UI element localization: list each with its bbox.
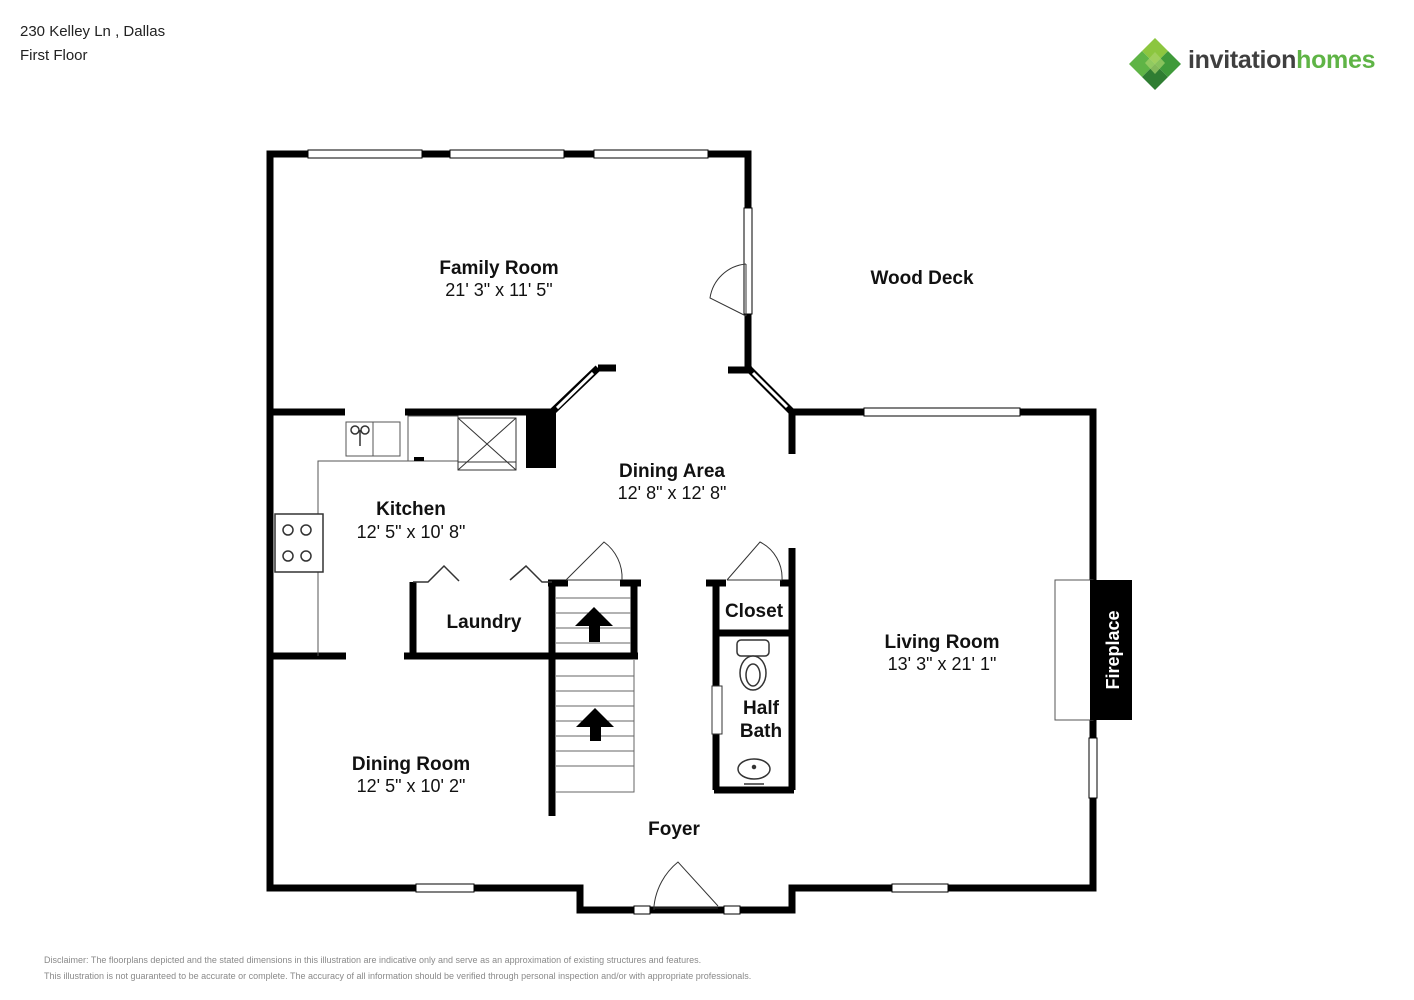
dining-area-dims: 12' 8" x 12' 8" [618, 483, 727, 503]
laundry-name: Laundry [447, 612, 522, 633]
closet-name: Closet [725, 601, 784, 622]
disclaimer-line-2: This illustration is not guaranteed to b… [44, 971, 752, 981]
fireplace-label: Fireplace [1103, 610, 1123, 689]
bath-sink-icon [737, 758, 771, 785]
half-bath-name-line1: Half [743, 698, 780, 719]
stairs [556, 597, 635, 793]
stair-arrow-icon [575, 607, 614, 741]
toilet-icon [736, 639, 770, 691]
living-room-name: Living Room [884, 632, 999, 653]
bath-door [711, 685, 723, 735]
diamond-logo-icon [1129, 38, 1181, 90]
wood-deck-name: Wood Deck [870, 268, 974, 289]
doors [565, 263, 783, 910]
dining-room-dims: 12' 5" x 10' 2" [357, 776, 466, 796]
interior-walls [270, 364, 796, 816]
dining-room-name: Dining Room [352, 754, 470, 775]
invitation-homes-logo: invitationhomes [1128, 36, 1398, 90]
disclaimer-line-1: Disclaimer: The floorplans depicted and … [44, 955, 702, 965]
logo-text-invitation: invitation [1188, 46, 1297, 74]
stove-icon [274, 513, 324, 573]
dining-area-name: Dining Area [619, 461, 725, 482]
windows [307, 149, 1098, 915]
chimney-block [526, 410, 556, 468]
logo-wordmark: invitationhomes [1188, 46, 1376, 75]
living-room-dims: 13' 3" x 21' 1" [888, 654, 997, 674]
kitchen-dims: 12' 5" x 10' 8" [357, 522, 466, 542]
half-bath-name-line2: Bath [740, 721, 782, 742]
kitchen-name: Kitchen [376, 499, 446, 520]
angled-windows [555, 371, 789, 410]
kitchen-outlet [414, 457, 424, 461]
property-address: 230 Kelley Ln , Dallas [20, 23, 166, 40]
fireplace-block [1090, 580, 1132, 720]
sink-icon [350, 425, 370, 446]
floor-label: First Floor [20, 47, 88, 64]
foyer-name: Foyer [648, 819, 700, 840]
logo-text-homes: homes [1296, 46, 1376, 74]
family-room-name: Family Room [439, 258, 558, 279]
refrigerator-icon [457, 417, 517, 471]
laundry-bifold-doors [413, 564, 552, 583]
fireplace-hearth [1054, 579, 1094, 721]
family-room-dims: 21' 3" x 11' 5" [445, 280, 552, 300]
